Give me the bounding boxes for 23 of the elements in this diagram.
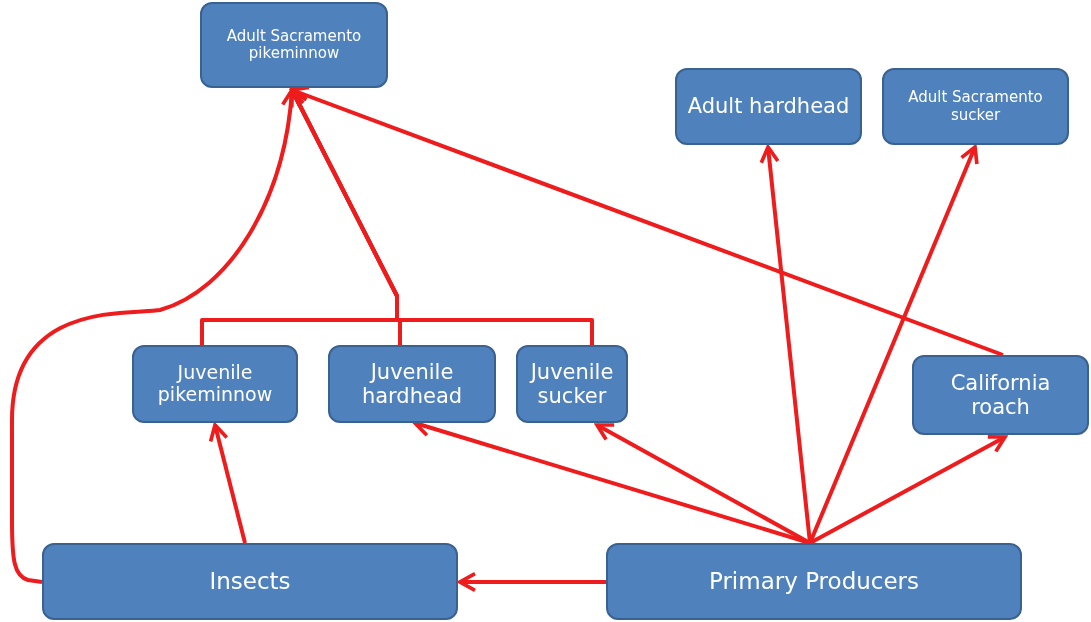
species-box — [516, 345, 628, 423]
species-box — [675, 68, 862, 145]
species-box — [328, 345, 496, 423]
arrow — [10, 88, 301, 584]
box-label: Adult Sacramento sucker — [907, 89, 1044, 124]
box-label: Primary Producers — [708, 568, 920, 595]
species-box — [882, 68, 1069, 145]
box-label: California roach — [949, 370, 1052, 420]
arrow — [290, 85, 1004, 357]
box-label: Juvenile pikeminnow — [156, 362, 274, 406]
box-label: Adult hardhead — [687, 94, 850, 119]
box-label: Juvenile hardhead — [360, 359, 464, 409]
species-box — [200, 2, 388, 88]
species-box — [42, 543, 458, 620]
arrow — [458, 571, 606, 593]
box-label: Insects — [209, 568, 291, 595]
arrow — [208, 423, 247, 544]
species-box — [912, 355, 1089, 435]
box-label: Juvenile sucker — [528, 359, 615, 409]
box-label: Adult Sacramento pikeminnow — [225, 27, 363, 63]
arrow — [809, 435, 1007, 545]
species-box — [606, 543, 1022, 620]
species-box — [132, 345, 298, 423]
